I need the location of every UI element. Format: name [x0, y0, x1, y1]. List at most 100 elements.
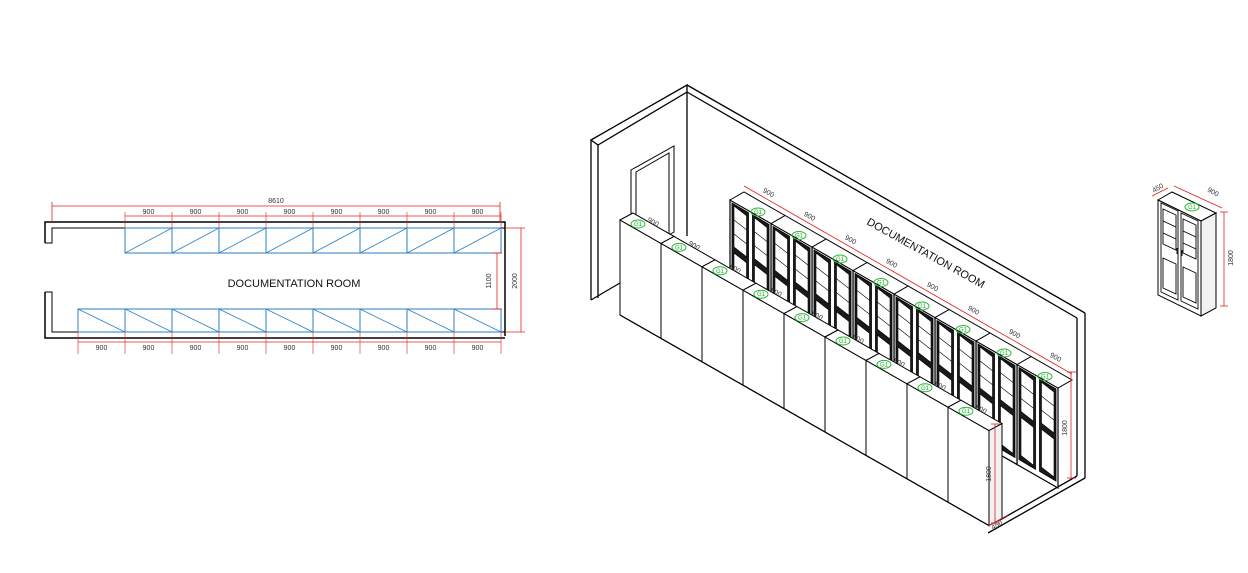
plan-bottom-cabinet-diagonal [312, 308, 361, 333]
iso-back-cabinet-shelf [938, 337, 952, 348]
iso-front-module-width: 900 [851, 334, 865, 346]
iso-back-cabinet-shelf [959, 349, 973, 360]
iso-back-cabinet-shelf [856, 290, 870, 301]
iso-back-cabinet-shelf [836, 292, 850, 303]
iso-back-cabinet-glass [959, 334, 973, 387]
iso-back-tag: G1 [877, 281, 886, 287]
single-cabinet-tag: G1 [1188, 205, 1197, 211]
iso-back-cabinet-glass [877, 287, 891, 340]
plan-bottom-module-width: 900 [284, 345, 296, 352]
iso-back-cabinet-shelf [795, 269, 809, 280]
iso-back-tag-icon [955, 325, 971, 334]
iso-back-cabinet-glass [754, 217, 768, 270]
iso-front-module-width: 900 [933, 381, 947, 393]
iso-back-module-width: 900 [884, 258, 898, 270]
iso-back-tag: G1 [918, 304, 927, 310]
iso-back-cabinet-shelf [1000, 372, 1014, 383]
iso-back-tag: G1 [1041, 375, 1050, 381]
iso-back-cabinet-shelf [877, 302, 891, 313]
iso-back-tag: G1 [795, 234, 804, 240]
iso-back-cabinet-shelf [979, 360, 993, 371]
iso-front-module-width: 900 [646, 217, 660, 229]
iso-back-module-width: 900 [802, 211, 816, 223]
iso-back-cabinet-shelf [856, 304, 870, 315]
plan-bottom-module-width: 900 [143, 345, 155, 352]
plan-wall-top [44, 221, 506, 336]
plan-bottom-cabinet-diagonal [359, 308, 408, 333]
iso-back-cabinet-shelf [733, 219, 747, 230]
plan-bottom-cabinet-diagonal [124, 308, 173, 333]
iso-back-cabinet-shelf [1000, 386, 1014, 397]
iso-back-dim-line [989, 326, 1032, 351]
plan-bottom-cabinet-diagonal [171, 308, 220, 333]
plan-bottom-module-width: 900 [331, 345, 343, 352]
iso-front-tag: G1 [921, 386, 930, 392]
iso-back-cabinet-glass [1041, 381, 1055, 434]
iso-back-dim-line [1030, 350, 1073, 375]
plan-bottom-module-width: 900 [472, 345, 484, 352]
single-cabinet-depth: 450 [1151, 183, 1165, 195]
plan-bottom-cabinet-diagonal [406, 308, 455, 333]
plan-top-module-width: 900 [425, 209, 437, 216]
iso-front-module-width: 900 [728, 264, 742, 276]
plan-overall-length: 8610 [268, 198, 284, 205]
iso-back-cabinet-shelf [754, 245, 768, 256]
plan-aisle-width: 1100 [486, 273, 493, 288]
iso-back-cabinet-shelf [897, 327, 911, 338]
plan-bottom-cabinet-diagonal [218, 308, 267, 333]
iso-back-cabinet-glass [774, 228, 788, 281]
iso-front-tag: G1 [962, 409, 971, 415]
iso-front-tag: G1 [634, 222, 643, 228]
iso-front-tag: G1 [675, 245, 684, 251]
plan-top-module-width: 900 [284, 209, 296, 216]
iso-back-module-width: 900 [843, 235, 857, 247]
iso-front-tag-icon [835, 336, 851, 346]
iso-back-cabinet-shelf [774, 243, 788, 254]
plan-top-cabinet-diagonal [406, 227, 455, 254]
plan-bottom-module-width: 900 [237, 345, 249, 352]
iso-back-dim-line [907, 279, 950, 304]
iso-back-tag-icon [1037, 372, 1053, 381]
iso-back-dim-line [825, 232, 868, 257]
iso-room-shell [589, 83, 1086, 534]
iso-back-height: 1800 [1062, 420, 1069, 436]
plan-view: 8610 900 900 900 900 900 900 900 900 900 900 900 9… [44, 198, 525, 354]
iso-back-cabinet-lower-panel [1020, 416, 1034, 466]
plan-top-cabinet-diagonal [359, 227, 408, 254]
iso-front-height: 1800 [986, 466, 993, 482]
iso-back-cabinet-glass [733, 205, 747, 258]
plan-top-cabinet-diagonal [171, 227, 220, 254]
iso-back-cabinet-shelf [815, 266, 829, 277]
single-cabinet-body [1156, 191, 1218, 317]
plan-room-label: DOCUMENTATION ROOM [228, 278, 361, 290]
iso-back-cabinet-shelf [877, 316, 891, 327]
plan-bottom-module-width: 900 [96, 345, 108, 352]
single-cabinet-tag-icon [1184, 202, 1200, 212]
iso-back-tag-icon [873, 278, 889, 287]
plan-top-module-width: 900 [237, 209, 249, 216]
plan-top-cabinet-row [124, 227, 502, 254]
iso-front-tag-icon [794, 313, 810, 323]
iso-front-tag: G1 [757, 292, 766, 298]
iso-back-cabinet-lower-panel [1041, 428, 1055, 478]
plan-bottom-module-width: 900 [425, 345, 437, 352]
plan-top-module-width: 900 [190, 209, 202, 216]
iso-front-tag: G1 [839, 339, 848, 345]
plan-bottom-module-width: 900 [378, 345, 390, 352]
plan-bottom-cabinet-diagonal [453, 308, 502, 333]
iso-back-cabinet-glass [815, 252, 829, 305]
plan-bottom-cabinet-diagonal [265, 308, 314, 333]
iso-back-cabinet-shelf [836, 278, 850, 289]
plan-bottom-cabinet [453, 308, 502, 333]
iso-back-cabinet-shelf [959, 363, 973, 374]
iso-back-tag: G1 [1000, 351, 1009, 357]
iso-front-tag-icon [630, 219, 646, 229]
iso-back-cabinet-shelf [918, 339, 932, 350]
iso-back-cabinet-shelf [754, 231, 768, 242]
iso-back-module-width: 900 [761, 188, 775, 200]
